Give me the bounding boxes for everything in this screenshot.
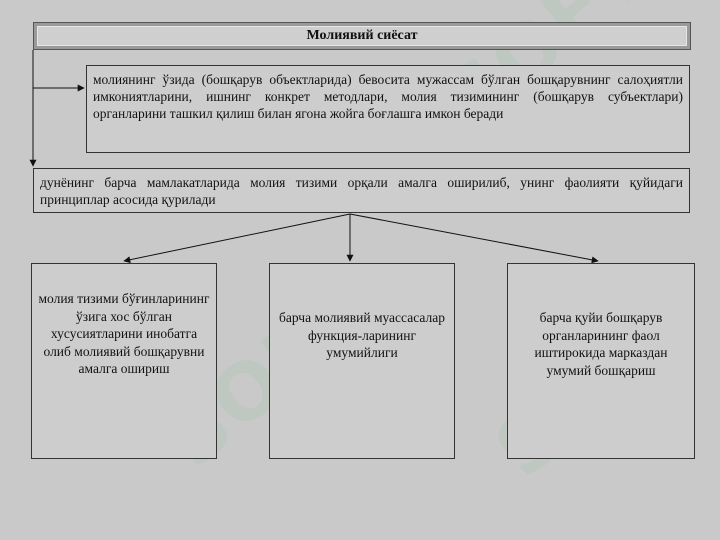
principle-box-1: молия тизими бўғинларининг ўзига хос бўл… — [31, 263, 217, 459]
principle-box-3: барча қуйи бошқарув органларининг фаол и… — [507, 263, 695, 459]
principle-box-2: барча молиявий муассасалар функция-ларин… — [269, 263, 455, 459]
branch-arrows — [123, 213, 599, 264]
left-bracket-connector — [29, 50, 85, 167]
worldwide-box: дунёнинг барча мамлакатларида молия тизи… — [33, 168, 690, 213]
description-box: молиянинг ўзида (бошқарув объектларида) … — [86, 65, 690, 153]
page-title: Молиявий сиёсат — [33, 22, 691, 50]
